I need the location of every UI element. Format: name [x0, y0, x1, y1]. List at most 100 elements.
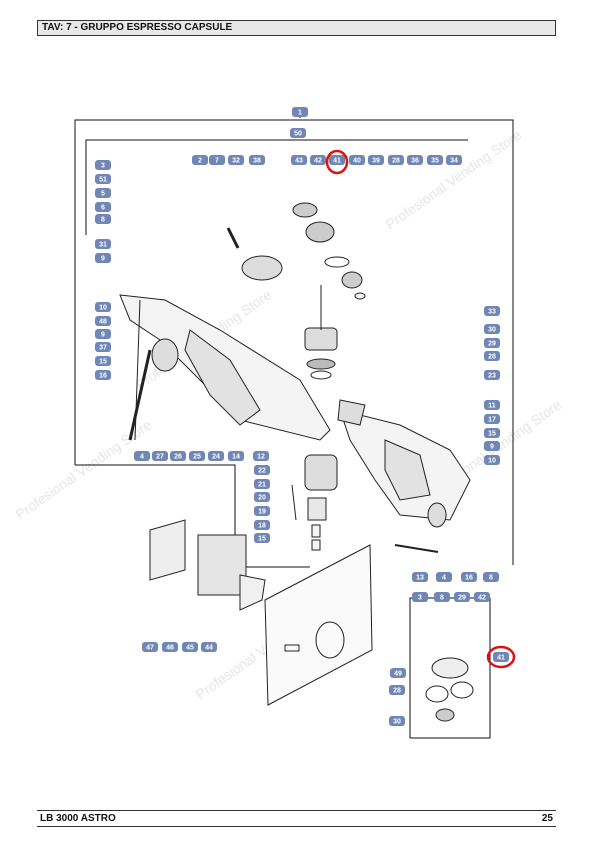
callout-top-2: 32: [228, 155, 244, 165]
callout-label: 15: [99, 359, 107, 366]
callout-bottom-right-1: 4: [436, 572, 452, 582]
callout-left-4: 8: [95, 214, 111, 224]
callout-right-col-3: 9: [484, 441, 500, 451]
callout-kit-row-1: 8: [434, 592, 450, 602]
callout-center-2: 20: [254, 492, 270, 502]
callout-left-8: 48: [95, 316, 111, 326]
callout-label: 33: [488, 309, 496, 316]
callout-top-12: 34: [446, 155, 462, 165]
callout-label: 10: [488, 458, 496, 465]
callout-center-5: 15: [254, 533, 270, 543]
callout-center-3: 19: [254, 506, 270, 516]
callout-kit-41: 41: [493, 652, 509, 662]
callout-top-6: 41: [329, 155, 345, 165]
callout-label: 49: [394, 671, 402, 678]
callout-label: 9: [101, 256, 105, 263]
callout-bottom-left-2: 26: [170, 451, 186, 461]
callout-top-8: 39: [368, 155, 384, 165]
callout-top-4: 43: [291, 155, 307, 165]
callout-label: 26: [174, 454, 182, 461]
callout-label: 50: [294, 131, 302, 138]
callout-label: 20: [258, 495, 266, 502]
callout-right-upper-0: 33: [484, 306, 500, 316]
callout-label: 38: [253, 158, 261, 165]
callout-label: 13: [416, 575, 424, 582]
callout-left-10: 37: [95, 342, 111, 352]
callout-label: 23: [488, 373, 496, 380]
callout-label: 28: [488, 354, 496, 361]
callout-bottom-left-1: 27: [152, 451, 168, 461]
callout-label: 17: [488, 417, 496, 424]
callout-label: 5: [101, 191, 105, 198]
callout-label: 44: [205, 645, 213, 652]
callout-bottom-right-0: 13: [412, 572, 428, 582]
callout-left-2: 5: [95, 188, 111, 198]
callout-label: 28: [393, 688, 401, 695]
callout-label: 41: [333, 158, 341, 165]
callout-right-col-0: 11: [484, 400, 500, 410]
callout-label: 24: [212, 454, 220, 461]
callout-sub: 50: [290, 128, 306, 138]
callout-label: 18: [258, 523, 266, 530]
callout-label: 21: [258, 482, 266, 489]
callout-center-0: 22: [254, 465, 270, 475]
callout-label: 7: [215, 158, 219, 165]
callout-kit-row-3: 42: [474, 592, 490, 602]
callout-label: 2: [198, 158, 202, 165]
callout-label: 12: [257, 454, 265, 461]
callout-label: 40: [353, 158, 361, 165]
callout-label: 37: [99, 345, 107, 352]
footer-bar: LB 3000 ASTRO 25: [37, 810, 556, 827]
callout-bottom-left-6: 12: [253, 451, 269, 461]
callout-label: 42: [314, 158, 322, 165]
callout-kit-row-2: 29: [454, 592, 470, 602]
header-bar: TAV: 7 - GRUPPO ESPRESSO CAPSULE: [37, 20, 556, 36]
highlight-circle-41-top: [325, 149, 349, 175]
callout-kit-28: 28: [389, 685, 405, 695]
callout-left-6: 9: [95, 253, 111, 263]
callout-label: 8: [489, 575, 493, 582]
callout-label: 29: [458, 595, 466, 602]
callout-label: 32: [232, 158, 240, 165]
footer-model: LB 3000 ASTRO: [40, 813, 116, 824]
callout-right-upper-4: 23: [484, 370, 500, 380]
callout-kit-30: 30: [389, 716, 405, 726]
callout-label: 16: [465, 575, 473, 582]
callout-top-0: 2: [192, 155, 208, 165]
bracket-lines: [74, 110, 514, 739]
callout-left-3: 6: [95, 202, 111, 212]
callout-top-5: 42: [310, 155, 326, 165]
callout-left-1: 51: [95, 174, 111, 184]
callout-left-0: 3: [95, 160, 111, 170]
callout-label: 39: [372, 158, 380, 165]
callout-motor-0: 47: [142, 642, 158, 652]
callout-label: 30: [393, 719, 401, 726]
callout-label: 28: [392, 158, 400, 165]
callout-label: 47: [146, 645, 154, 652]
callout-right-upper-3: 28: [484, 351, 500, 361]
callout-label: 36: [411, 158, 419, 165]
callout-label: 45: [186, 645, 194, 652]
callout-bottom-left-0: 4: [134, 451, 150, 461]
callout-label: 42: [478, 595, 486, 602]
callout-label: 29: [488, 341, 496, 348]
callout-center-1: 21: [254, 479, 270, 489]
callout-label: 8: [440, 595, 444, 602]
mechanism-drawing: [119, 202, 474, 722]
callout-label: 35: [431, 158, 439, 165]
callout-label: 6: [101, 205, 105, 212]
callout-label: 9: [101, 332, 105, 339]
callout-label: 22: [258, 468, 266, 475]
callout-label: 51: [99, 177, 107, 184]
callout-label: 4: [442, 575, 446, 582]
callout-label: 14: [232, 454, 240, 461]
callout-label: 16: [99, 373, 107, 380]
page-number: 25: [541, 813, 553, 824]
callout-top-9: 28: [388, 155, 404, 165]
callout-right-col-4: 10: [484, 455, 500, 465]
callout-label: 48: [99, 319, 107, 326]
callout-label: 15: [488, 431, 496, 438]
callout-label: 34: [450, 158, 458, 165]
